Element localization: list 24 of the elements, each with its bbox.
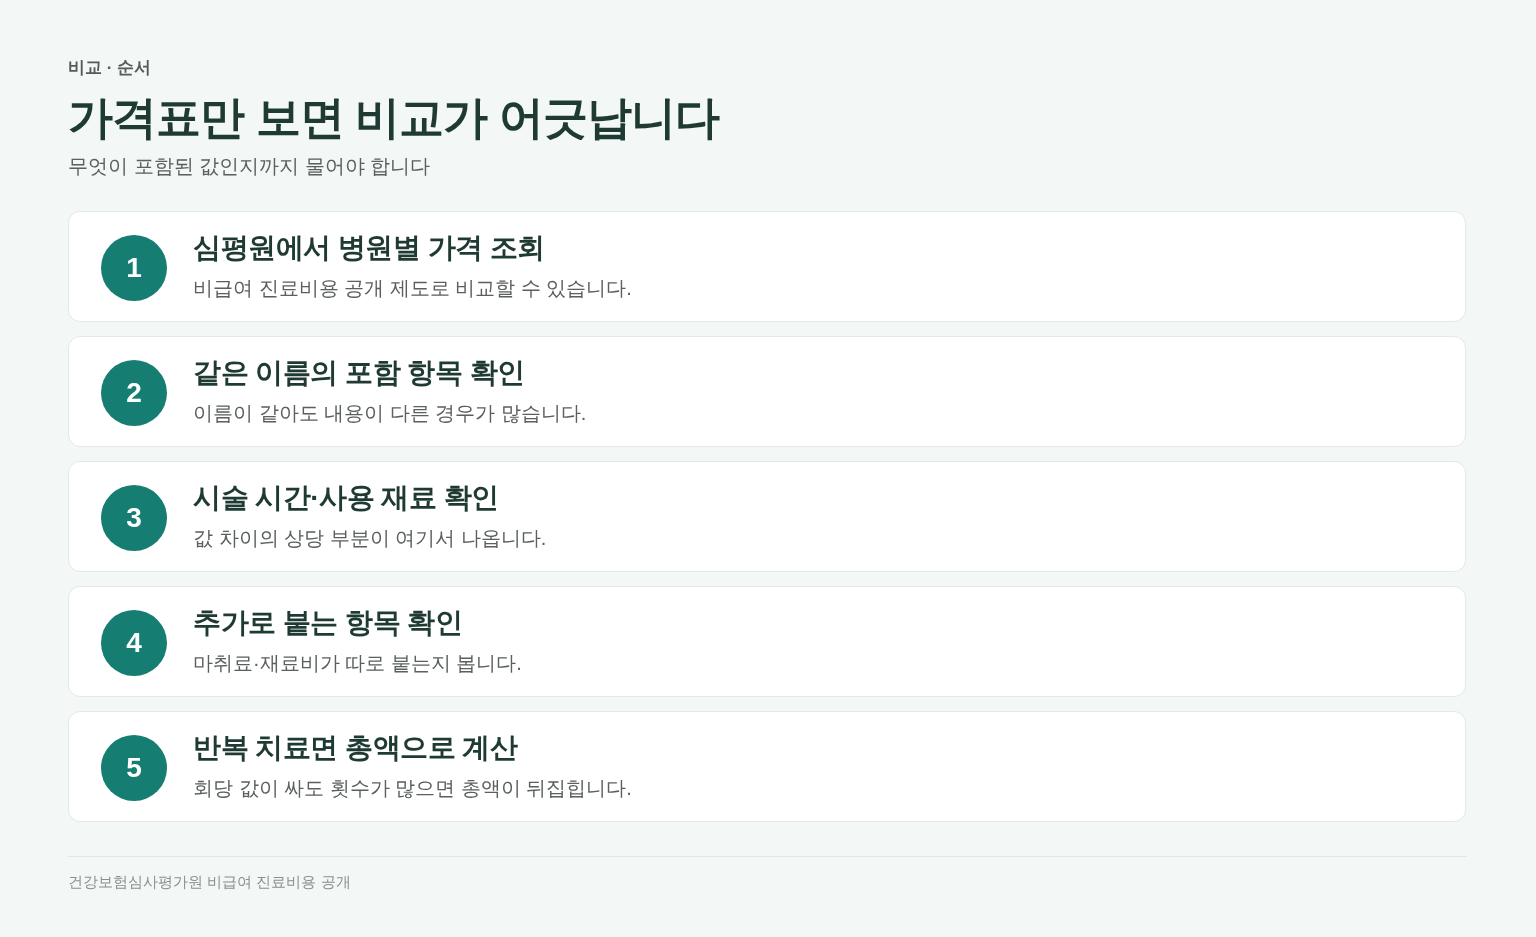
step-description: 값 차이의 상당 부분이 여기서 나옵니다.: [193, 526, 547, 551]
step-card: [68, 586, 1466, 697]
step-card: [68, 211, 1466, 322]
step-number: 1: [101, 235, 167, 301]
source-note: 건강보험심사평가원 비급여 진료비용 공개: [68, 872, 351, 892]
eyebrow-label: 비교 · 순서: [68, 57, 152, 79]
step-heading: 추가로 붙는 항목 확인: [193, 606, 463, 640]
step-number: 3: [101, 485, 167, 551]
step-card: [68, 336, 1466, 447]
step-description: 이름이 같아도 내용이 다른 경우가 많습니다.: [193, 401, 587, 426]
step-number: 4: [101, 610, 167, 676]
step-description: 회당 값이 싸도 횟수가 많으면 총액이 뒤집힙니다.: [193, 776, 632, 801]
step-heading: 같은 이름의 포함 항목 확인: [193, 356, 525, 390]
step-number: 2: [101, 360, 167, 426]
step-heading: 시술 시간·사용 재료 확인: [193, 481, 499, 515]
step-description: 비급여 진료비용 공개 제도로 비교할 수 있습니다.: [193, 276, 632, 301]
page-title: 가격표만 보면 비교가 어긋납니다: [68, 91, 719, 145]
step-number: 5: [101, 735, 167, 801]
step-card: [68, 461, 1466, 572]
subtitle: 무엇이 포함된 값인지까지 물어야 합니다: [68, 154, 431, 179]
step-card: [68, 711, 1466, 822]
step-description: 마취료·재료비가 따로 붙는지 봅니다.: [193, 651, 522, 676]
step-heading: 심평원에서 병원별 가격 조회: [193, 231, 545, 265]
step-heading: 반복 치료면 총액으로 계산: [193, 731, 518, 765]
